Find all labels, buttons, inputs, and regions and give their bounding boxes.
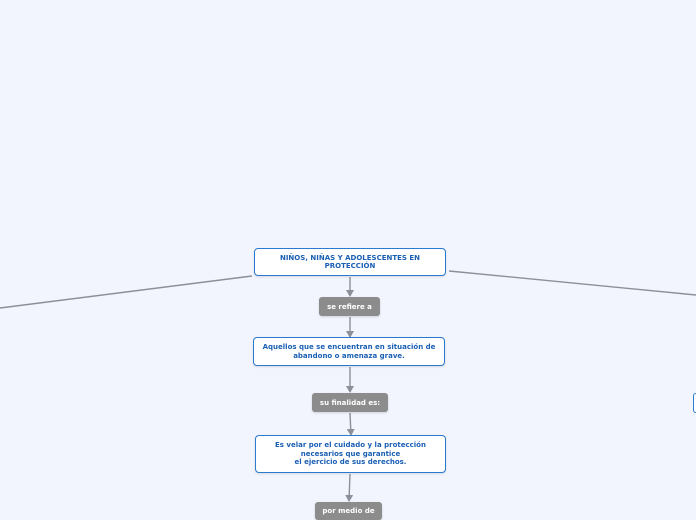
root-topic-text: NIÑOS, NIÑAS Y ADOLESCENTES EN PROTECCIÓ… [279,253,421,271]
connector-root-left-branch [0,275,253,309]
subtopic-aquellos-text: Aquellos que se encuentran en situación … [262,343,436,360]
subtopic-velar-text: Es velar por el cuidado y la protección … [275,441,426,467]
link-label-por-medio-de-text: por medio de [322,507,375,515]
connector-velar-to-medio [345,473,354,502]
link-label-su-finalidad-text: su finalidad es: [319,398,381,407]
offscreen-right-node[interactable] [693,393,696,413]
link-label-se-refiere-a[interactable]: se refiere a [319,297,380,316]
link-label-su-finalidad[interactable]: su finalidad es: [312,393,388,412]
root-topic-node[interactable]: NIÑOS, NIÑAS Y ADOLESCENTES EN PROTECCIÓ… [254,248,446,276]
link-label-por-medio-de[interactable]: por medio de [315,502,382,520]
connector-root-right-branch [448,270,696,296]
link-label-se-refiere-a-text: se refiere a [327,302,372,311]
subtopic-aquellos-node[interactable]: Aquellos que se encuentran en situación … [253,337,445,366]
subtopic-velar-node[interactable]: Es velar por el cuidado y la protección … [255,435,446,473]
connector-finalidad-to-velar [346,412,355,436]
